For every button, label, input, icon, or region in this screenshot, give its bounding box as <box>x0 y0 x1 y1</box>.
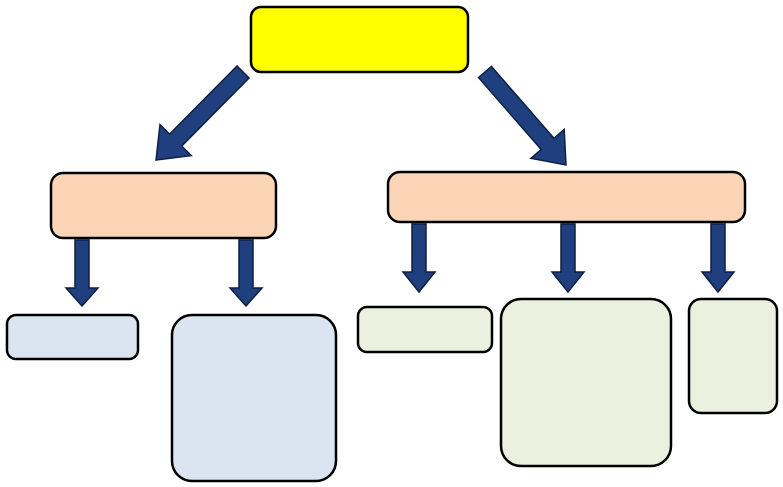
box-right-leaf-1 <box>356 305 494 354</box>
arrow-right-branch-to-right-leaf-2 <box>550 223 586 294</box>
box-root <box>249 5 470 74</box>
node-root <box>249 5 470 74</box>
box-left-leaf-1 <box>5 313 140 361</box>
arrow-right-branch-to-right-leaf-3 <box>700 223 736 294</box>
box-left-branch <box>49 171 278 240</box>
arrow-left-branch-to-left-leaf-1 <box>64 239 100 308</box>
arrow-root-to-left-branch <box>155 64 251 161</box>
node-right-leaf-2 <box>499 297 673 468</box>
node-left-leaf-2 <box>170 313 338 483</box>
box-left-leaf-2 <box>170 313 338 483</box>
node-left-branch <box>49 171 278 240</box>
box-right-branch <box>386 170 747 224</box>
arrow-right-branch-to-right-leaf-1 <box>401 223 437 294</box>
node-right-leaf-1 <box>356 305 494 354</box>
arrow-root-to-right-branch <box>477 65 567 166</box>
node-right-branch <box>386 170 747 224</box>
arrow-left-branch-to-left-leaf-2 <box>228 239 264 308</box>
box-right-leaf-2 <box>499 297 673 468</box>
arrows-layer <box>64 64 736 308</box>
box-right-leaf-3 <box>687 297 779 415</box>
node-left-leaf-1 <box>5 313 140 361</box>
node-right-leaf-3 <box>687 297 779 415</box>
boxes-layer <box>5 5 779 483</box>
